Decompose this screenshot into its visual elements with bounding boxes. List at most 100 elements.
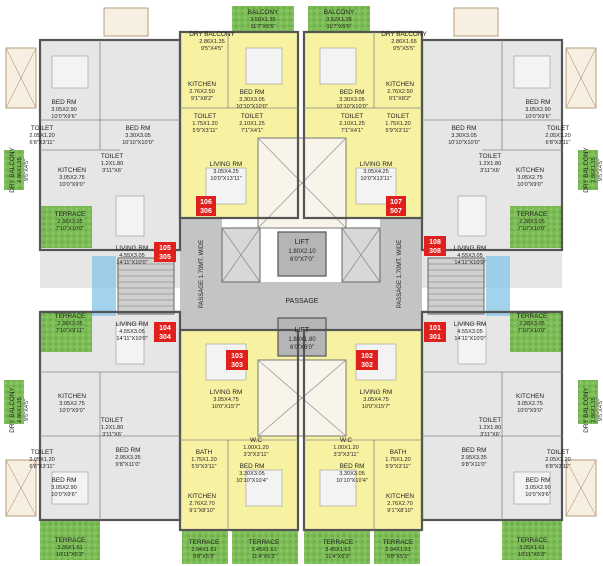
room-size-imperial: 3'3"X3'11" [334, 452, 359, 458]
room-name: TOILET [341, 113, 363, 120]
room-size-metric: 3.05X2.75 [517, 175, 543, 181]
terrace-101-bottom [502, 520, 562, 560]
room-size-imperial: 9'1"X8'2" [191, 96, 213, 102]
unit-badge-106: 106 306 [196, 196, 216, 216]
room-size-imperial: 7'10"X10'0" [56, 226, 85, 232]
room-size-metric: 3.30X3.05 [451, 133, 477, 139]
room-size-imperial: 9'5"X4'5" [24, 159, 30, 181]
dry-balcony-105 [4, 150, 24, 190]
room-size-metric: 2.86X1.35 [199, 39, 225, 45]
room-size-metric: 3.05X2.75 [517, 401, 543, 407]
room-size-metric: 4.55X3.05 [119, 253, 145, 259]
room-name: LIVING RM [454, 321, 487, 328]
room-size-imperial: 10'0"X9'0" [59, 408, 84, 414]
room-size-imperial: 10'0"X15'7" [212, 404, 241, 410]
room-name: DRY BALCONY [381, 31, 427, 38]
room-name: LIVING RM [116, 245, 149, 252]
room-name: TOILET [194, 113, 216, 120]
room-size-imperial: 10'11"X5'3" [518, 552, 546, 558]
room-size-imperial: 9'8"X11'0" [462, 462, 487, 468]
room-label: BED RM2.95X3.359'8"X11'0" [461, 447, 487, 468]
room-size-imperial: 9'1"X8'10" [387, 508, 412, 514]
unit-number-top: 107 [390, 199, 402, 206]
room-size-imperial: 10'10"X10'4" [336, 478, 368, 484]
balcony-107 [308, 6, 370, 32]
room-size-imperial: 10'0"X13'11" [360, 176, 391, 182]
room-name: BED RM [340, 463, 365, 470]
room-size-metric: 3.05X4.25 [213, 169, 239, 175]
room-size-imperial: 3'11"X6' [102, 168, 122, 174]
room-name: BED RM [116, 447, 141, 454]
room-size-metric: 2.86X1.35 [591, 397, 597, 423]
unit-badge-107: 107 507 [386, 196, 406, 216]
room-size-imperial: 7'10"X10'0" [518, 226, 547, 232]
room-size-imperial: 10'0"X9'6" [525, 114, 550, 120]
room-name: KITCHEN [58, 393, 86, 400]
room-size-imperial: 10'0"X9'6" [51, 492, 76, 498]
room-size-imperial: 7'10"X10'0" [518, 328, 547, 334]
room-size-imperial: 11'4"X5'3" [252, 554, 277, 560]
unit-number-bottom: 306 [200, 208, 212, 215]
room-size-imperial: 10'10"X10'0" [336, 104, 368, 110]
room-name: LIVING RM [360, 389, 393, 396]
room-name: TOILET [479, 153, 501, 160]
room-size-imperial: 10'11"X5'3" [56, 552, 84, 558]
room-size-imperial: 7'1"X4'1" [341, 128, 363, 134]
room-size-imperial: 9'5"X4'5" [201, 46, 223, 52]
room-size-imperial: 10'0"X9'0" [517, 408, 542, 414]
lift-bottom-size-imperial: 6'0"X6'0" [290, 345, 314, 351]
room-name: TOILET [241, 113, 263, 120]
room-size-metric: 1.2X1.80 [101, 161, 123, 167]
lift-bottom-box [277, 317, 327, 357]
room-size-imperial: 11'4"X5'3" [326, 554, 351, 560]
room-size-metric: 3.05X2.75 [59, 401, 85, 407]
room-size-metric: 2.76X2.50 [387, 89, 413, 95]
room-size-metric: 3.52X1.35 [326, 17, 352, 23]
room-size-imperial: 14'11"X10'0" [454, 336, 485, 342]
room-size-metric: 1.00X1.20 [243, 445, 269, 451]
room-name: TOILET [31, 125, 53, 132]
room-name: LIVING RM [360, 161, 393, 168]
room-size-metric: 2.95X3.35 [461, 455, 487, 461]
room-size-metric: 2.05X1.20 [29, 133, 55, 139]
room-name: LIVING RM [210, 161, 243, 168]
room-size-metric: 4.55X3.05 [457, 329, 483, 335]
room-name: BATH [196, 449, 213, 456]
room-name: W.C [340, 437, 352, 444]
unit-badge-105: 105 305 [154, 242, 176, 262]
room-size-metric: 2.76X2.50 [189, 89, 215, 95]
lift-bottom-size-metric: 1.80X1.80 [288, 337, 316, 343]
room-size-metric: 2.05X1.20 [545, 457, 571, 463]
room-size-metric: 2.94X1.61 [191, 547, 217, 553]
room-name: BALCONY [324, 9, 355, 16]
unit-badge-102: 102 302 [356, 350, 378, 370]
room-size-imperial: 10'0"X15'7" [362, 404, 391, 410]
core-labels: LIFT 1.80X2.10 6'0"X7'0" LIFT 1.80X1.80 … [199, 239, 403, 351]
room-name: BED RM [452, 125, 477, 132]
room-name: DRY BALCONY [9, 386, 16, 432]
room-size-imperial: 3'11"X6' [480, 432, 500, 438]
terrace-104 [40, 312, 92, 352]
room-size-metric: 2.86X1.35 [591, 157, 597, 183]
terrace-102-right [374, 530, 420, 564]
room-name: KITCHEN [58, 167, 86, 174]
room-size-imperial: 14'11"X10'0" [116, 260, 147, 266]
room-name: KITCHEN [516, 393, 544, 400]
room-name: KITCHEN [386, 81, 414, 88]
room-size-metric: 3.35X1.61 [57, 545, 83, 551]
